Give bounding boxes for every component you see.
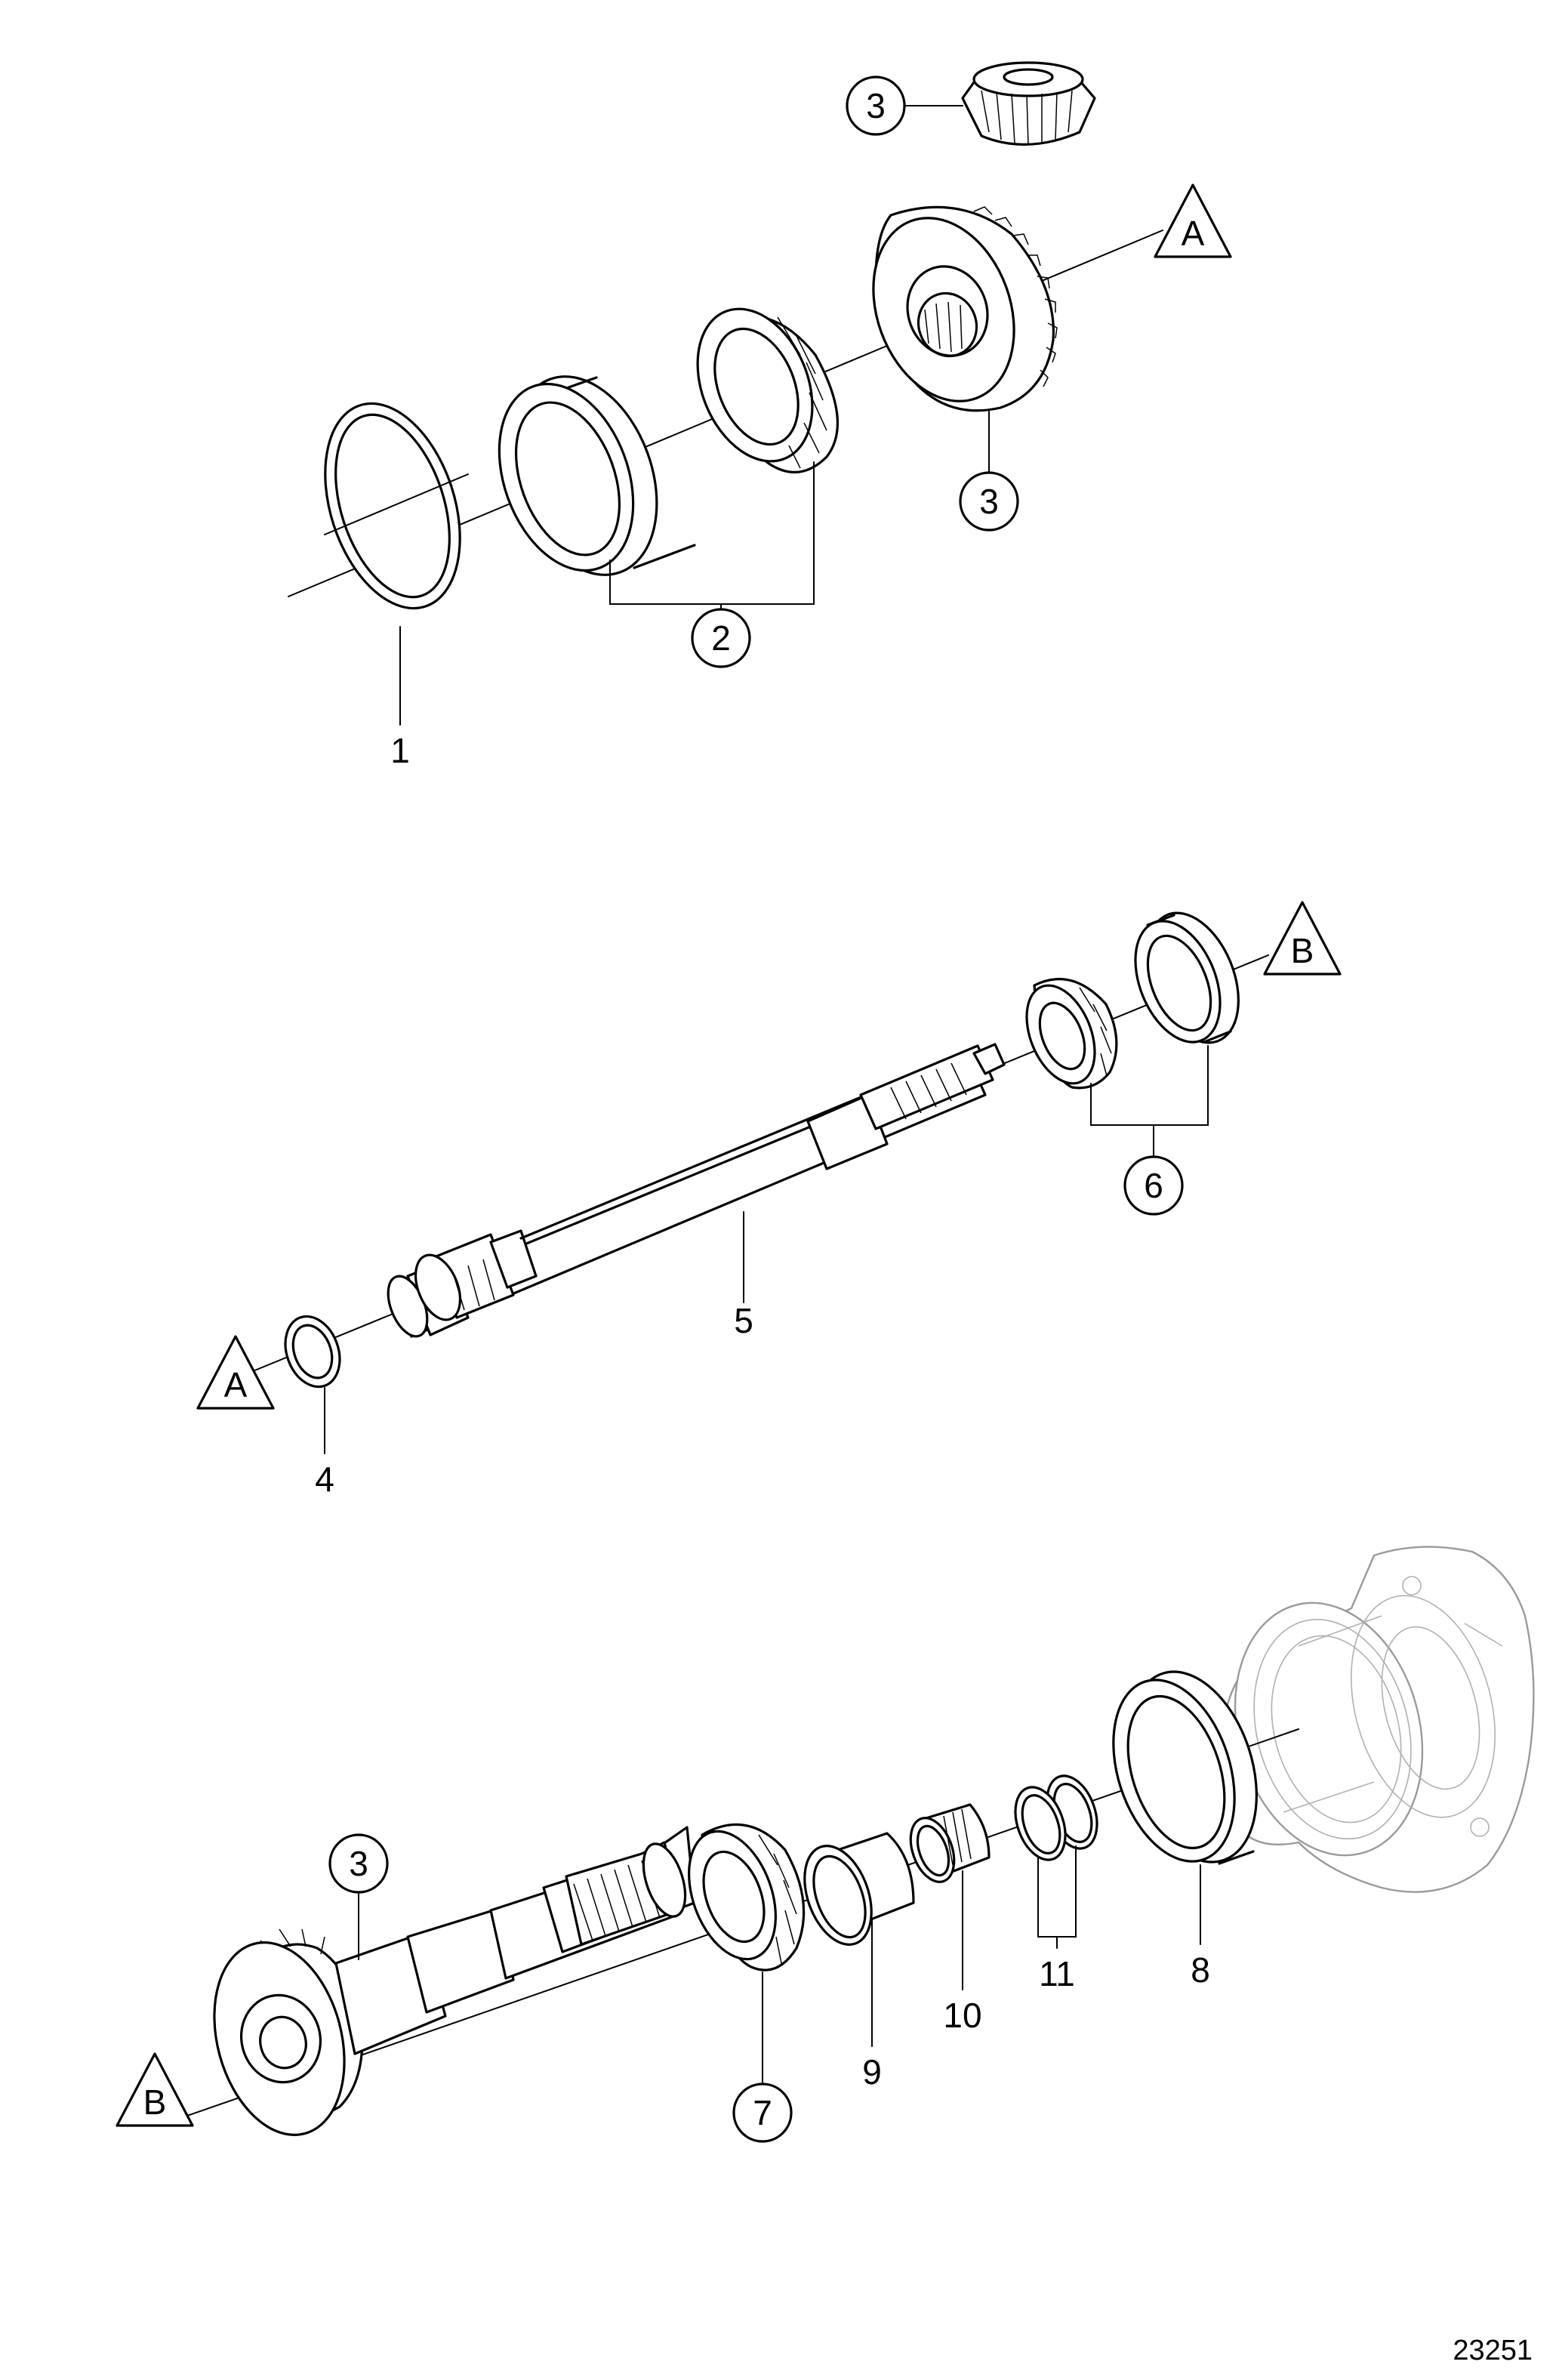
connector-triangle-b-bottom: B [116,2052,194,2127]
callout-5-label: 5 [734,1301,753,1340]
gear-shaft-part-3 [213,1826,696,2136]
callout-8-label: 8 [1191,1950,1210,1990]
figure-number: 23251 [1453,2335,1533,2366]
needle-bearing-part-10 [909,1803,991,1883]
callout-1-label: 1 [390,731,410,770]
callout-6-label: 6 [1144,1166,1163,1205]
section-bottom: B 3 7 9 10 11 8 [116,1546,1535,2143]
callout-11-label: 11 [1039,1954,1075,1993]
callout-3-top-label: 3 [866,86,886,125]
callout-2-label: 2 [711,618,731,658]
bearing-cup-part-8 [1112,1670,1258,1865]
connector-b-bottom-label: B [143,2082,167,2122]
bracket-part-2 [609,461,815,605]
housing-ghost [1221,1546,1535,1893]
connector-triangle-a-top: A [1154,183,1232,258]
bracket-part-6 [1090,1045,1209,1126]
callout-3-mid-label: 3 [979,482,999,521]
callout-3-top: 3 [846,76,906,136]
callout-7-label: 7 [753,2093,772,2132]
bearing-cone-part-7 [688,1823,806,1972]
connector-a-top-label: A [1182,214,1205,253]
callout-3-bottom: 3 [328,1833,389,1894]
section-middle: A B 6 5 4 [196,901,1342,1499]
callout-2: 2 [691,608,751,668]
callout-10-label: 10 [943,1996,981,2035]
ring-part-4 [284,1315,341,1389]
connector-triangle-b-mid: B [1263,901,1342,976]
callout-9-label: 9 [862,2052,882,2092]
snap-rings-part-11 [1014,1774,1098,1861]
bearing-cup-part-2 [498,375,696,576]
bevel-gear-part-3-large [872,205,1058,412]
bearing-cup-part-6 [1134,911,1240,1044]
sleeve-part-9 [803,1832,915,1946]
shaft-part-5 [387,1043,1006,1338]
section-top: A 3 3 2 1 [288,61,1232,770]
connector-a-mid-label: A [224,1365,248,1404]
callout-3-bottom-label: 3 [349,1844,368,1883]
connector-b-mid-label: B [1291,931,1314,970]
tapered-roller-bearing-part-2 [696,307,839,473]
bevel-pinion-part-3-small [961,61,1096,146]
callout-7: 7 [732,2082,793,2143]
callout-4-label: 4 [315,1460,334,1499]
callout-3-mid: 3 [959,471,1019,532]
bearing-cone-part-6 [1025,978,1118,1090]
connector-triangle-a-mid: A [196,1335,275,1410]
callout-6: 6 [1123,1155,1184,1216]
shim-ring-part-1 [324,402,469,610]
